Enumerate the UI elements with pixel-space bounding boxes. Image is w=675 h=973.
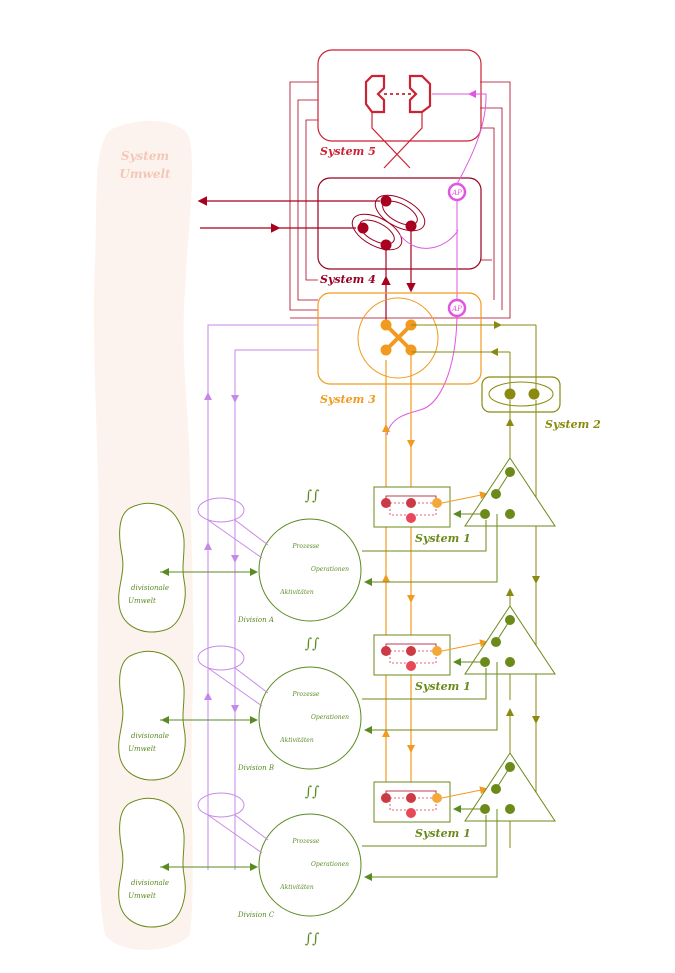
triangle-node [480,657,490,667]
divisional-environment-shape [118,650,186,781]
triangle-node [505,509,515,519]
outer-loops [289,81,511,319]
system1-label: System 1 [415,827,471,840]
divisional-environment-label-2: Umwelt [128,892,156,900]
division-circle [258,518,362,622]
system2-node [528,388,540,400]
system2-regulator-triangle [464,457,556,527]
ap-label: AP [451,305,462,313]
system1-node [406,793,416,803]
division-circle [258,813,362,917]
system1-label: System 1 [415,532,471,545]
division-processes-label: Prozesse [292,543,320,550]
system-environment-label-2: Umwelt [119,167,171,181]
system1-node [381,498,391,508]
system4-node [405,220,417,232]
system2-box [481,376,561,413]
system4-label: System 4 [320,273,376,286]
system5-label: System 5 [320,145,376,158]
system1-node [406,513,416,523]
division-processes-label: Prozesse [292,691,320,698]
division-operations-label: Operationen [311,861,349,868]
system1-node [406,498,416,508]
squiggle-top: ∫∫ [305,488,320,504]
division-name-label: Division C [237,911,275,919]
squiggle-mark: ∫∫ [305,636,320,652]
divisional-environment-shape [118,502,186,633]
system1-node [432,793,442,803]
system4-node [380,195,392,207]
system4-node [380,239,392,251]
triangle-node [480,804,490,814]
system1-node [406,646,416,656]
system2-regulator-triangle [464,752,556,822]
triangle-node [505,657,515,667]
triangle-node [480,509,490,519]
divisional-environment-label-2: Umwelt [128,745,156,753]
system5-left-symbol [364,74,386,114]
division-activities-label: Aktivitäten [279,589,314,596]
system3-node [380,344,392,356]
system1-node [381,793,391,803]
system1-node [432,498,442,508]
triangle-node [505,804,515,814]
system1-node [381,646,391,656]
system1-node [406,661,416,671]
system4-node [357,222,369,234]
system5-right-symbol [408,74,432,114]
system3-box [317,292,482,385]
system2-node [504,388,516,400]
squiggle-mark: ∫∫ [305,931,320,947]
ap-label: AP [451,189,462,197]
system5-box [317,49,482,142]
division-name-label: Division A [237,616,274,624]
squiggle-mark: ∫∫ [305,784,320,800]
system-environment-label-1: System [121,149,169,163]
system1-node [432,646,442,656]
division-activities-label: Aktivitäten [279,737,314,744]
division-name-label: Division B [237,764,274,772]
division-circle [258,666,362,770]
system3-label: System 3 [320,393,376,406]
division-processes-label: Prozesse [292,838,320,845]
divisional-environment-shape [118,797,186,928]
divisional-environment-label-1: divisionale [131,732,169,740]
division-activities-label: Aktivitäten [279,884,314,891]
divisional-environment-label-1: divisionale [131,879,169,887]
system2-regulator-triangle [464,605,556,675]
system4-box [317,177,482,270]
division-operations-label: Operationen [311,714,349,721]
system3-node [380,319,392,331]
system1-node [406,808,416,818]
divisional-environment-label-2: Umwelt [128,597,156,605]
divisional-environment-label-1: divisionale [131,584,169,592]
division-operations-label: Operationen [311,566,349,573]
system1-label: System 1 [415,680,471,693]
system2-label: System 2 [545,418,601,431]
